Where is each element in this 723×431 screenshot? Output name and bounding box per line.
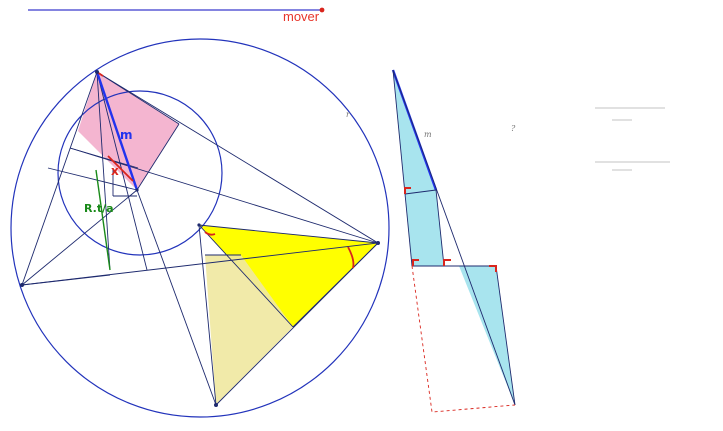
- segment-rta: [95, 169, 111, 271]
- angle-mark-left: [204, 231, 216, 236]
- formula-block: ?: [511, 107, 670, 171]
- label-m: m: [120, 128, 133, 142]
- cyan-upper: [393, 70, 444, 266]
- formula-lead: ?: [511, 124, 516, 133]
- cyan-lower: [412, 266, 515, 405]
- label-m-right: m: [424, 130, 432, 139]
- pink-square: [78, 72, 179, 190]
- right-figure: [391, 69, 516, 413]
- circumcircle: [10, 38, 390, 418]
- points: [20, 70, 380, 407]
- label-x: x: [111, 164, 119, 178]
- angle-mark-right: [347, 246, 355, 269]
- pale-yellow-region: [205, 255, 293, 405]
- mover-slider[interactable]: mover: [28, 7, 325, 24]
- label-r: r: [346, 110, 351, 119]
- incircle: [57, 90, 223, 256]
- yellow-triangle: [199, 225, 378, 327]
- construction-lines: [21, 71, 380, 406]
- slider-label: mover: [283, 9, 320, 24]
- label-rta: R.t/a: [84, 202, 114, 215]
- segment-m: [95, 71, 139, 191]
- slider-handle[interactable]: [319, 7, 325, 13]
- segment-x: [107, 155, 134, 182]
